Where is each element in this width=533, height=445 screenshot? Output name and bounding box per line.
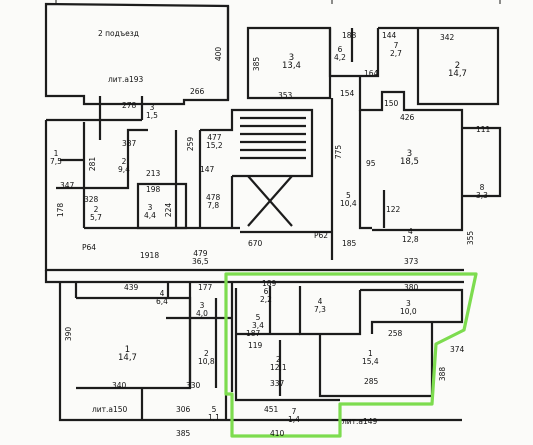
dim-label: 266 [190, 87, 205, 96]
dim-label: 278 [122, 101, 137, 110]
dim-label: 198 [146, 185, 161, 194]
lit-label: лит.а150 [92, 405, 128, 414]
dim-label: 426 [400, 113, 415, 122]
dim-label: 670 [248, 239, 263, 248]
dim-label: 775 [334, 144, 344, 160]
dim-label: 388 [438, 366, 448, 382]
dim-label: 410 [270, 429, 285, 438]
dim-label: 374 [450, 345, 465, 354]
dim-label: 281 [88, 156, 98, 172]
dim-label: 1918 [140, 251, 160, 260]
dim-label: 213 [146, 169, 161, 178]
dim-label: 154 [340, 89, 355, 98]
dim-label: 380 [404, 283, 419, 292]
dim-label: 439 [124, 283, 139, 292]
dim-label: 400 [214, 46, 224, 62]
dim-label: 150 [384, 99, 399, 108]
room-code: Р64 [82, 243, 97, 252]
dim-label: 122 [386, 205, 401, 214]
dim-label: 259 [186, 136, 196, 152]
dim-label: 224 [164, 202, 174, 218]
dim-label: 330 [186, 381, 201, 390]
dim-label: 306 [176, 405, 191, 414]
dim-label: 373 [404, 257, 419, 266]
dim-label: 178 [56, 202, 66, 218]
dim-label: 187 [246, 329, 261, 338]
dim-label: 177 [198, 283, 213, 292]
dim-label: 342 [440, 33, 455, 42]
dim-label: 95 [366, 159, 376, 168]
dim-label: 111 [476, 125, 491, 134]
dim-label: 328 [84, 195, 99, 204]
dim-label: 385 [252, 56, 262, 72]
dim-label: 340 [112, 381, 127, 390]
dim-label: 147 [200, 165, 215, 174]
dim-label: 347 [60, 181, 75, 190]
dim-label: 390 [64, 326, 74, 342]
entrance-title: 2 подъезд [98, 29, 139, 38]
dim-label: 285 [364, 377, 379, 386]
room-code: Р62 [314, 231, 329, 240]
dim-label: 355 [466, 230, 476, 246]
dim-label: 258 [388, 329, 403, 338]
dim-label: 185 [342, 239, 357, 248]
dim-label: 164 [364, 69, 379, 78]
dim-label: 385 [176, 429, 191, 438]
dim-label: 144 [382, 31, 397, 40]
dim-label: 387 [122, 139, 137, 148]
dim-label: 188 [342, 31, 357, 40]
dim-label: 119 [248, 341, 263, 350]
dim-label: 337 [270, 379, 285, 388]
dim-label: 451 [264, 405, 279, 414]
lit-label: лит.а193 [108, 75, 144, 84]
dim-label: 189 [262, 279, 277, 288]
lit-label: лит.а149 [342, 417, 378, 426]
dim-label: 353 [278, 91, 293, 100]
